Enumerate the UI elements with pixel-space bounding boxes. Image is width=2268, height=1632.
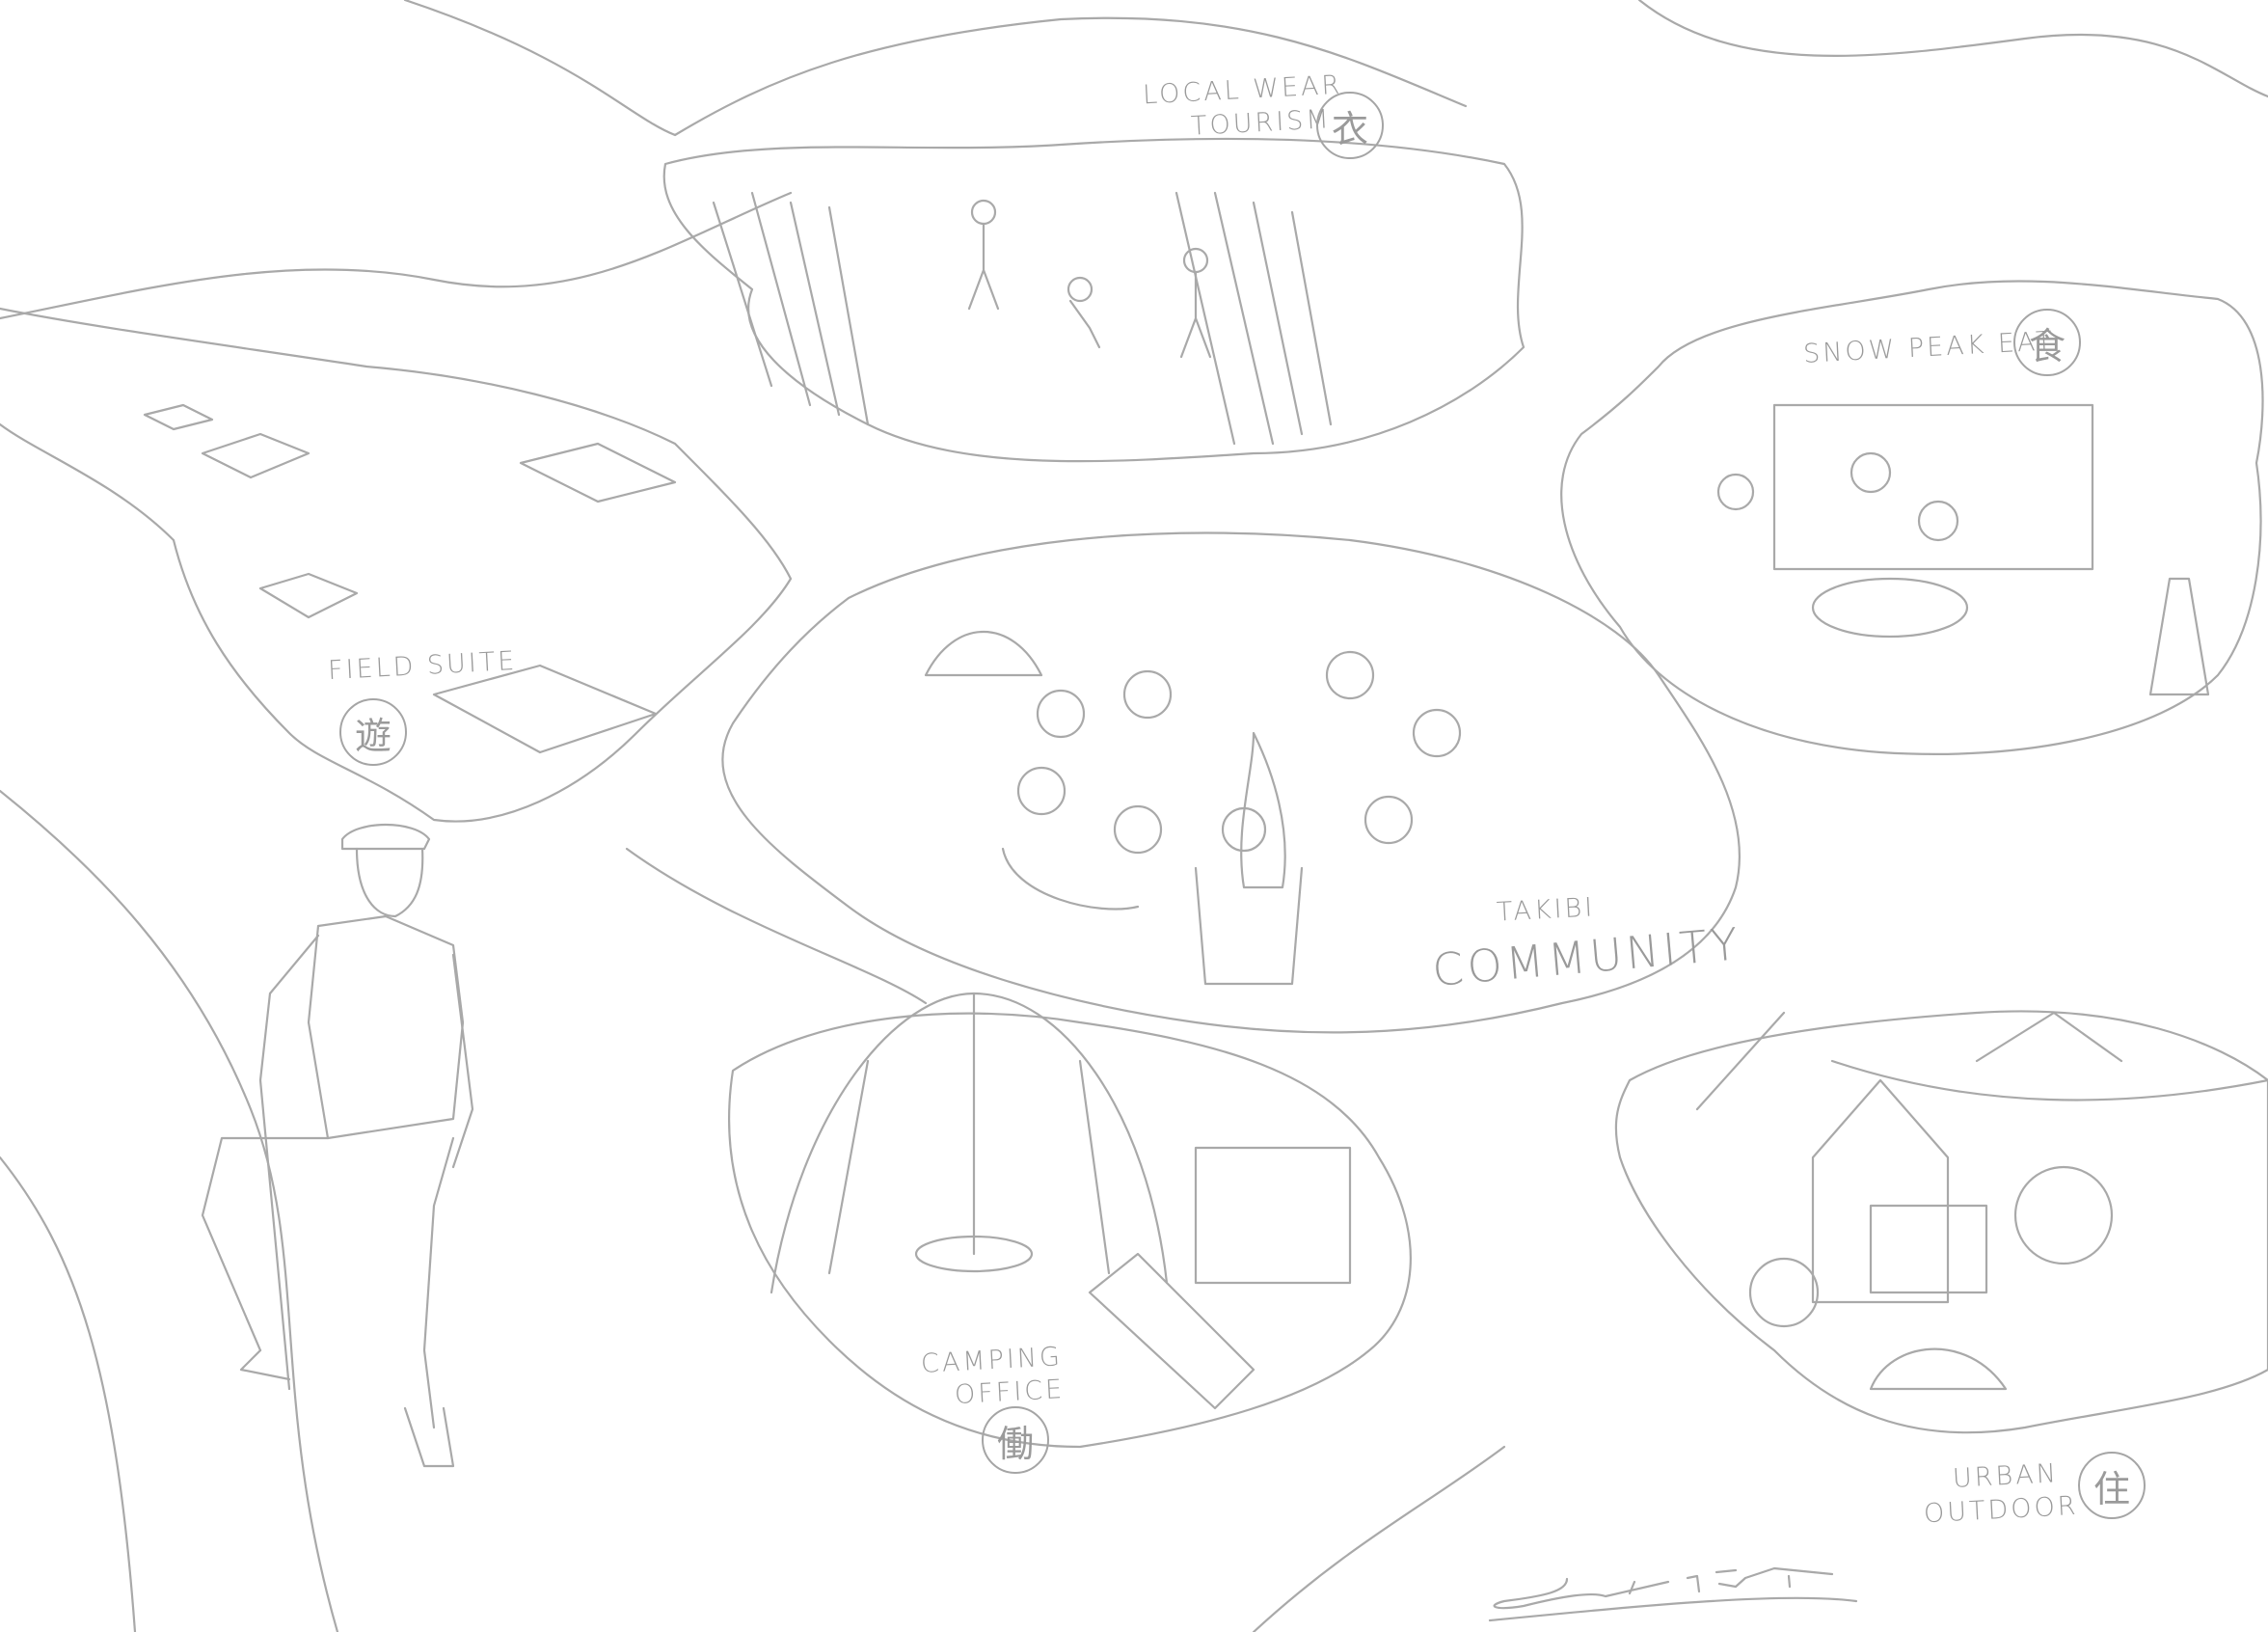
hill-line bbox=[403, 0, 1468, 137]
hill-line bbox=[0, 789, 339, 1632]
kanji-badge-play: 遊 bbox=[339, 698, 407, 766]
hill-line bbox=[625, 847, 928, 1005]
kanji-badge-live: 住 bbox=[2078, 1452, 2146, 1519]
hill-line bbox=[0, 1156, 137, 1632]
scene-field-suite bbox=[0, 307, 793, 823]
hill-line bbox=[1252, 1445, 1506, 1632]
scene-takibi-community bbox=[721, 531, 1742, 1034]
label-urban: URBAN bbox=[1952, 1458, 2060, 1494]
signature bbox=[1488, 1566, 1858, 1622]
figure-man bbox=[201, 824, 474, 1468]
label-office: OFFICE bbox=[954, 1374, 1066, 1410]
scene-snow-peak-eat bbox=[1560, 280, 2264, 755]
scene-urban-outdoor bbox=[1614, 1010, 2268, 1434]
label-takibi: TAKIBI bbox=[1496, 892, 1596, 928]
scene-local-wear-tourism bbox=[662, 137, 1526, 463]
hill-line bbox=[1830, 1059, 2268, 1102]
hill-line bbox=[1637, 0, 2268, 98]
scene-camping-office bbox=[728, 992, 1412, 1449]
kanji-badge-food: 食 bbox=[2013, 309, 2081, 376]
hill-line bbox=[0, 191, 793, 320]
kanji-badge-work: 働 bbox=[982, 1406, 1049, 1474]
kanji-badge-clothing: 衣 bbox=[1316, 92, 1384, 159]
